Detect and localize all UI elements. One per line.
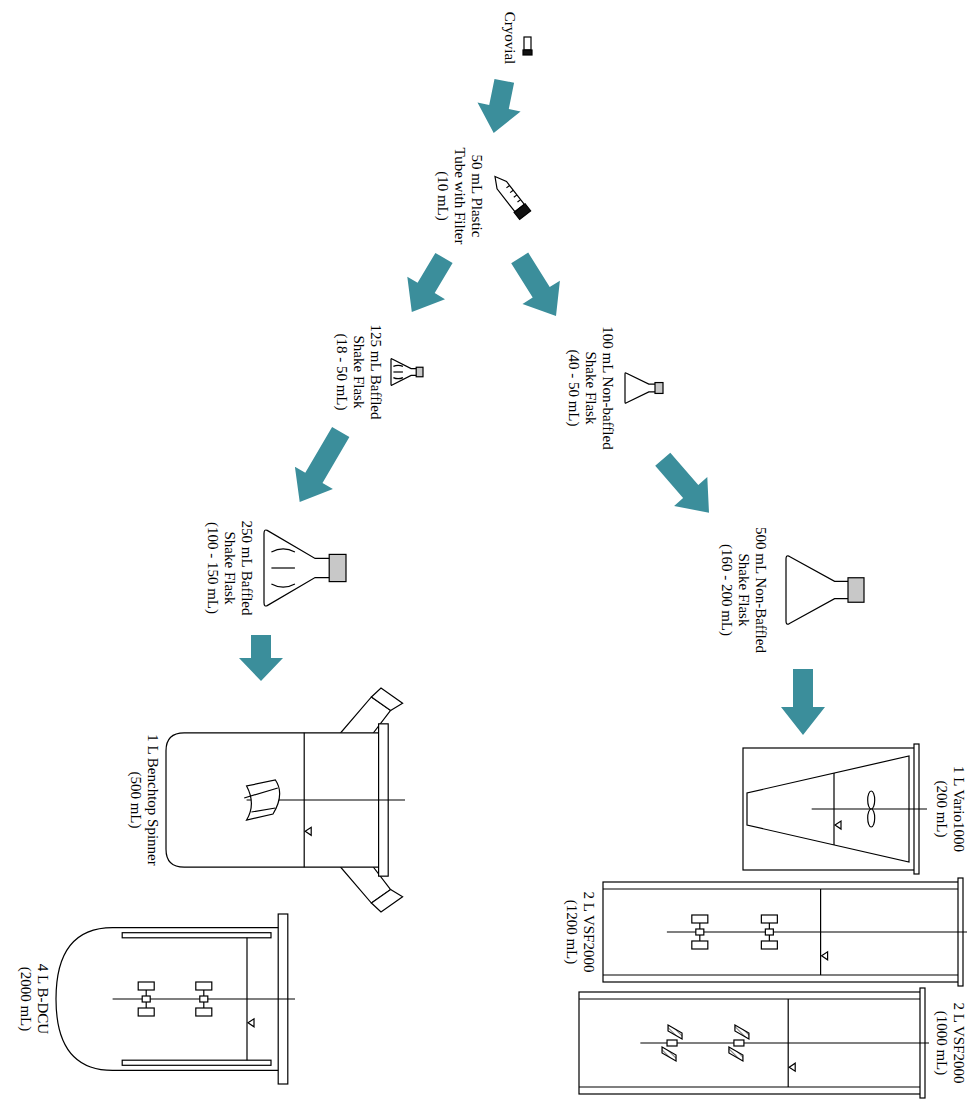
- flask-icon: [785, 554, 865, 626]
- flow-arrow: [295, 427, 350, 502]
- stage-name: 1 L Benchtop Spinner: [144, 688, 161, 912]
- label-group: 500 mL Non-Baffled Shake Flask(160 - 200…: [719, 518, 769, 662]
- label-group: 4 L B-DCU(2000 mL): [17, 914, 51, 1084]
- working-volume: (100 - 150 mL): [205, 514, 222, 622]
- working-volume: (200 mL): [933, 742, 950, 876]
- bioreactor-stage: 4 L B-DCU(2000 mL): [5, 914, 295, 1084]
- flow-arrow: [655, 453, 709, 513]
- spinner-vessel: [165, 688, 405, 912]
- working-volume: (40 - 50 mL): [566, 322, 583, 454]
- label-group: 100 mL Non-baffled Shake Flask(40 - 50 m…: [566, 322, 616, 454]
- working-volume: (500 mL): [127, 688, 144, 912]
- vario-vessel: [741, 742, 927, 876]
- label-group: Cryovial: [501, 2, 518, 74]
- flask-stage: 100 mL Non-baffled Shake Flask(40 - 50 m…: [536, 322, 666, 454]
- stage-name: 500 mL Non-Baffled Shake Flask: [735, 518, 769, 662]
- label-group: 2 L VSF2000(1200 mL): [563, 878, 597, 986]
- label-group: 1 L Benchtop Spinner(500 mL): [127, 688, 161, 912]
- stage-name: 2 L VSF2000: [580, 878, 597, 986]
- working-volume: (18 - 50 mL): [334, 319, 351, 425]
- stage-name: 2 L VSF2000: [950, 988, 967, 1098]
- flow-arrow: [239, 635, 283, 681]
- bioreactor-stage: 2 L VSF2000(1000 mL): [575, 988, 969, 1098]
- tube-stage: 50 mL Plastic Tube with Filter(10 mL): [429, 140, 533, 252]
- stage-name: 1 L Vario1000: [950, 742, 967, 876]
- stage-name: 250 mL Baffled Shake Flask: [221, 514, 255, 622]
- bdcu-vessel: [55, 914, 295, 1084]
- flow-arrow: [511, 253, 560, 317]
- baffled-flask-icon: [390, 358, 424, 386]
- working-volume: (2000 mL): [17, 914, 34, 1084]
- label-group: 2 L VSF2000(1000 mL): [933, 988, 967, 1098]
- flask-icon: [624, 372, 664, 404]
- vsf-vessel: [601, 878, 967, 986]
- stage-name: Cryovial: [501, 2, 518, 74]
- working-volume: (160 - 200 mL): [719, 518, 736, 662]
- bioreactor-stage: 1 L Vario1000(200 mL): [739, 742, 969, 876]
- spinner-stage: 1 L Benchtop Spinner(500 mL): [123, 688, 405, 912]
- label-group: 125 mL Baffled Shake Flask(18 - 50 mL): [334, 319, 384, 425]
- working-volume: (1000 mL): [933, 988, 950, 1098]
- label-group: 50 mL Plastic Tube with Filter(10 mL): [435, 141, 485, 251]
- flow-arrow: [478, 79, 521, 133]
- stage-name: 125 mL Baffled Shake Flask: [350, 319, 384, 425]
- flow-arrow: [407, 253, 452, 312]
- cryovial-icon: [522, 36, 533, 56]
- stage-name: 50 mL Plastic Tube with Filter: [451, 141, 485, 251]
- label-group: 1 L Vario1000(200 mL): [933, 742, 967, 876]
- working-volume: (1200 mL): [563, 878, 580, 986]
- baffled-flask-icon: [263, 528, 347, 608]
- working-volume: (10 mL): [435, 141, 452, 251]
- vsf-vessel: [577, 988, 929, 1098]
- baffled-flask-stage: 250 mL Baffled Shake Flask(100 - 150 mL): [173, 508, 349, 628]
- flask-stage: 500 mL Non-Baffled Shake Flask(160 - 200…: [685, 518, 867, 662]
- flow-arrow: [781, 669, 825, 735]
- baffled-flask-stage: 125 mL Baffled Shake Flask(18 - 50 mL): [326, 318, 426, 426]
- bioreactor-stage: 2 L VSF2000(1200 mL): [561, 878, 967, 986]
- cryovial-stage: Cryovial: [491, 2, 535, 74]
- label-group: 250 mL Baffled Shake Flask(100 - 150 mL): [205, 514, 255, 622]
- stage-name: 4 L B-DCU: [34, 914, 51, 1084]
- stage-name: 100 mL Non-baffled Shake Flask: [582, 322, 616, 454]
- tube-icon: [489, 170, 533, 224]
